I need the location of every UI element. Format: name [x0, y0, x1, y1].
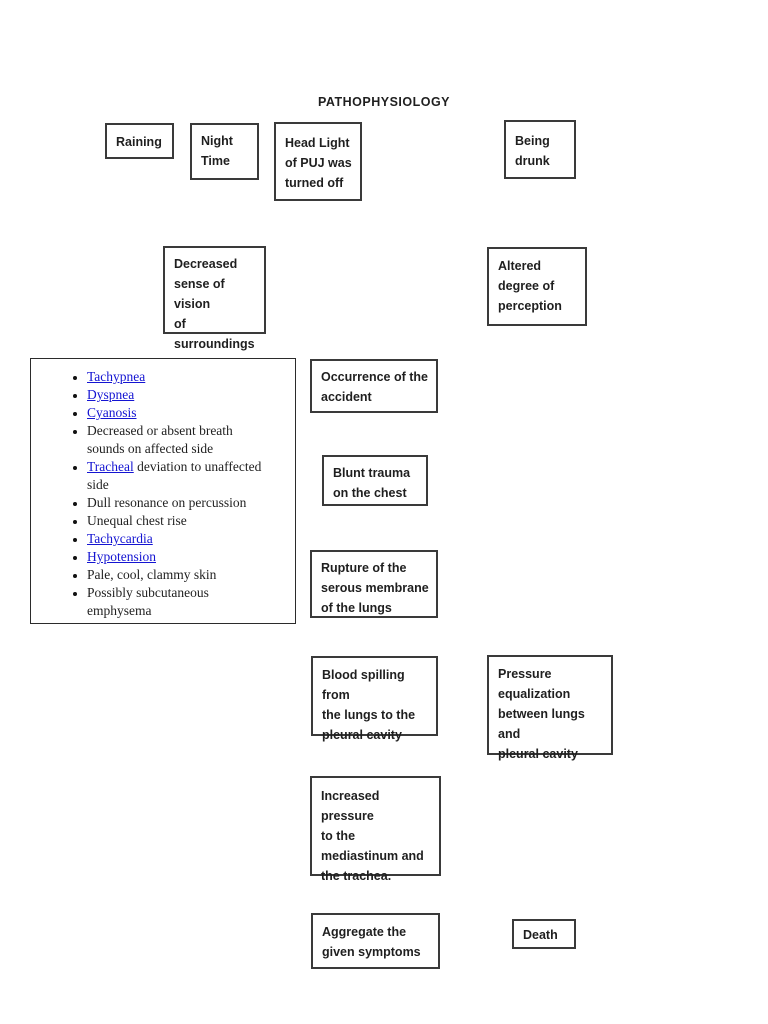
symptom-item: Dull resonance on percussion	[87, 494, 289, 512]
flowchart-box-aggregate-symptoms: Aggregate the given symptoms	[311, 913, 440, 969]
symptom-item: Possibly subcutaneous emphysema	[87, 584, 289, 620]
flowchart-box-night-time: Night Time	[190, 123, 259, 180]
symptom-link[interactable]: Tachycardia	[87, 531, 153, 546]
symptom-link[interactable]: Cyanosis	[87, 405, 137, 420]
symptom-link[interactable]: Dyspnea	[87, 387, 135, 402]
symptom-link[interactable]: Hypotension	[87, 549, 156, 564]
symptom-text: Decreased or absent breath sounds on aff…	[87, 423, 233, 456]
symptoms-panel: TachypneaDyspneaCyanosisDecreased or abs…	[30, 358, 296, 624]
symptom-text: Dull resonance on percussion	[87, 495, 247, 510]
symptom-item: Decreased or absent breath sounds on aff…	[87, 422, 289, 458]
flowchart-box-blunt-trauma: Blunt trauma on the chest	[322, 455, 428, 506]
flowchart-box-rupture: Rupture of the serous membrane of the lu…	[310, 550, 438, 618]
symptom-text: Unequal chest rise	[87, 513, 187, 528]
symptom-item: Pale, cool, clammy skin	[87, 566, 289, 584]
flowchart-box-headlight-off: Head Light of PUJ was turned off	[274, 122, 362, 201]
flowchart-box-pressure-equalization: Pressure equalization between lungs and …	[487, 655, 613, 761]
symptom-text: Pale, cool, clammy skin	[87, 567, 217, 582]
symptom-item: Cyanosis	[87, 404, 289, 422]
flowchart-box-blood-spilling: Blood spilling from the lungs to the ple…	[311, 656, 438, 742]
flowchart-box-raining: Raining	[105, 123, 174, 159]
symptom-item: Tachycardia	[87, 530, 289, 548]
symptom-link[interactable]: Tracheal	[87, 459, 134, 474]
symptom-link[interactable]: Tachypnea	[87, 369, 146, 384]
symptom-text: Possibly subcutaneous emphysema	[87, 585, 209, 618]
symptom-item: Tachypnea	[87, 368, 289, 386]
flowchart-box-death: Death	[512, 919, 576, 949]
symptom-item: Tracheal deviation to unaffected side	[87, 458, 289, 494]
symptoms-list: TachypneaDyspneaCyanosisDecreased or abs…	[31, 359, 295, 620]
symptom-item: Dyspnea	[87, 386, 289, 404]
flowchart-box-being-drunk: Being drunk	[504, 120, 576, 179]
flowchart-box-altered-perception: Altered degree of perception	[487, 247, 587, 326]
flowchart-box-increased-pressure: Increased pressure to the mediastinum an…	[310, 776, 441, 883]
symptom-text: deviation to unaffected side	[87, 459, 262, 492]
page-title: PATHOPHYSIOLOGY	[317, 95, 451, 109]
flowchart-box-occurrence: Occurrence of the accident	[310, 359, 438, 413]
flowchart-box-decreased-vision: Decreased sense of vision of surrounding…	[163, 246, 266, 351]
symptom-item: Hypotension	[87, 548, 289, 566]
symptom-item: Unequal chest rise	[87, 512, 289, 530]
